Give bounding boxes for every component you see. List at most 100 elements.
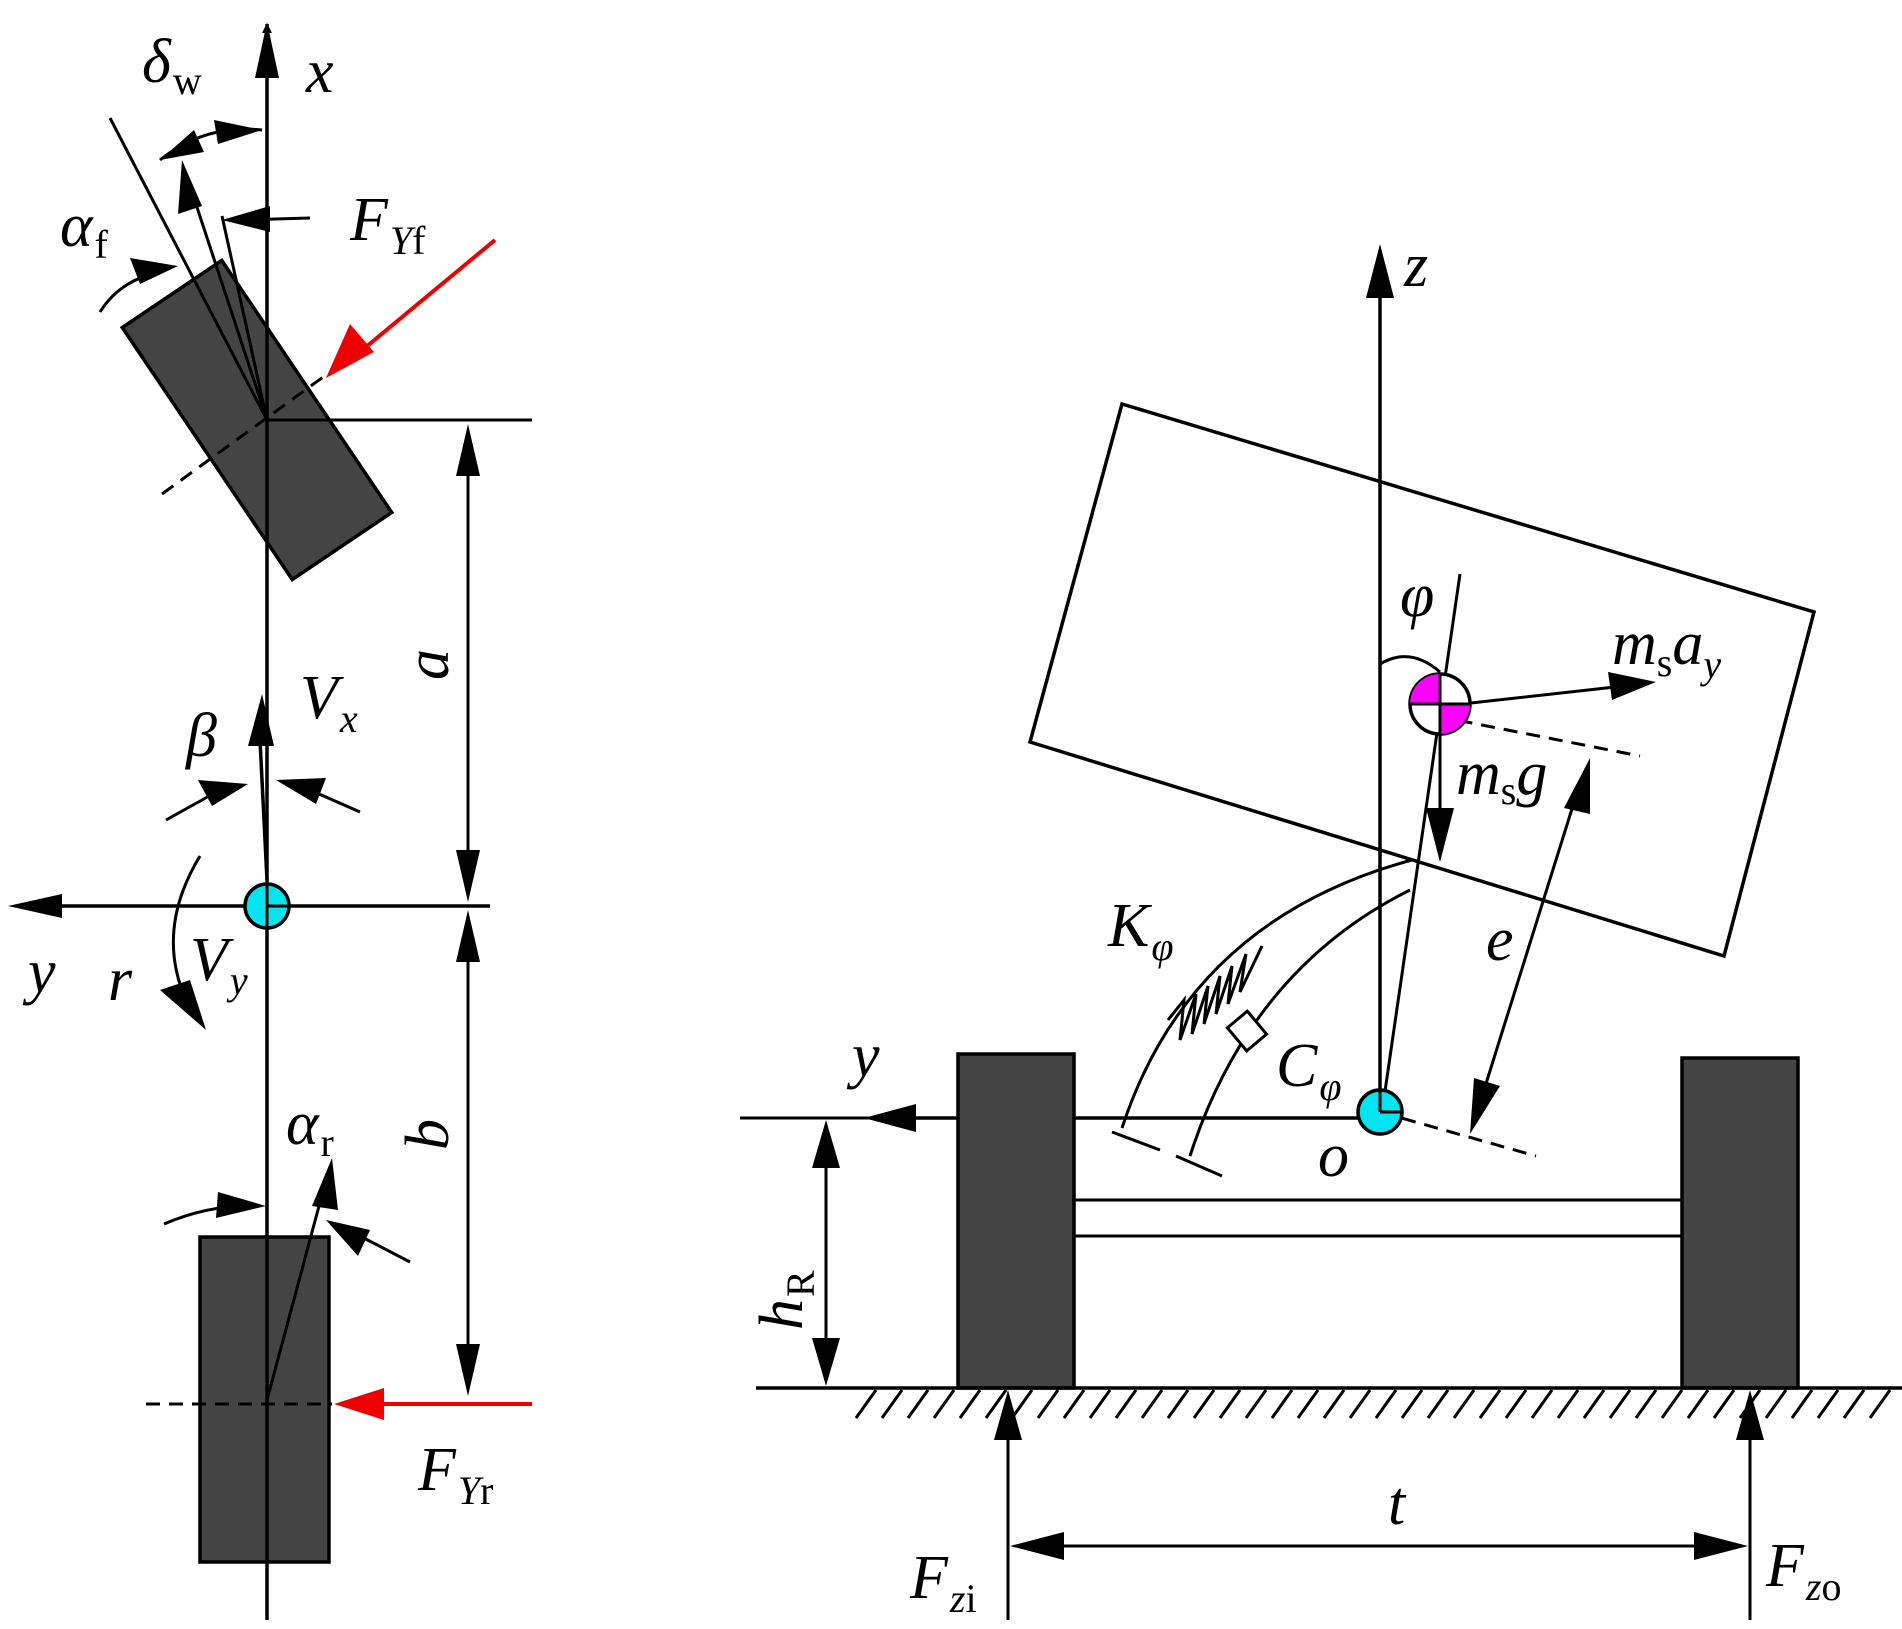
longitudinal-velocity-label: Vx (300, 664, 358, 741)
cg-height-label: e (1486, 906, 1514, 974)
front-wheel-velocity-line (188, 185, 269, 421)
ground-hatch-line (1244, 1389, 1268, 1419)
cg-dashed-line (1435, 714, 1641, 758)
front-wheel-velocity-line-2 (220, 215, 269, 421)
outer-normal-force-label: Fzo (1765, 1532, 1841, 1609)
ground-hatch-line (958, 1389, 982, 1419)
ground-hatch-line (880, 1389, 904, 1419)
ground-hatch-line (1478, 1389, 1502, 1419)
roll-center-height-label: hR (748, 1270, 823, 1330)
ground-hatch-line (1790, 1389, 1814, 1419)
rear-lateral-force-arrowhead (334, 1388, 384, 1420)
roll-center-height-arrow-bottom (812, 1338, 840, 1386)
rear-wheel-velocity-line (265, 1179, 328, 1401)
ground-hatch-line (1816, 1389, 1840, 1419)
inner-normal-force-label: Fzi (909, 1544, 977, 1621)
ground-hatching (854, 1389, 1892, 1419)
ground-hatch-line (1712, 1389, 1736, 1419)
ground-hatch-line (1322, 1389, 1346, 1419)
yaw-rate-label: r (108, 946, 133, 1014)
roll-stiffness-arc (1120, 858, 1413, 1129)
yaw-rate-arrowhead (160, 980, 206, 1030)
rear-slip-arrowhead-2 (326, 1220, 370, 1256)
sprung-mass-cg-marker (1408, 672, 1472, 736)
dimension-b-arrow-top (456, 910, 480, 962)
ground-hatch-line (1504, 1389, 1528, 1419)
ground-hatch-line (1556, 1389, 1580, 1419)
ground-hatch-line (1426, 1389, 1450, 1419)
track-width-arrow-left (1010, 1532, 1064, 1560)
dimension-a-arrow-bottom (456, 850, 480, 902)
y-axis-label: y (22, 938, 56, 1006)
cg-height-arrow-top (1564, 758, 1590, 814)
ground-hatch-line (1686, 1389, 1710, 1419)
ground-hatch-line (906, 1389, 930, 1419)
inertial-force-line (1461, 684, 1625, 706)
ground-hatch-line (1530, 1389, 1554, 1419)
stiffness-arc-end-tick (1111, 1130, 1161, 1152)
outer-normal-force-arrowhead (1736, 1390, 1764, 1440)
x-axis-label: x (305, 38, 334, 106)
ground-hatch-line (1114, 1389, 1138, 1419)
dimension-b-arrow-bottom (456, 1344, 480, 1396)
ground-hatch-line (932, 1389, 956, 1419)
ground-hatch-line (1608, 1389, 1632, 1419)
track-width-label: t (1388, 1470, 1407, 1538)
cg-velocity-line (258, 739, 269, 881)
front-slip-angle-label: αf (60, 192, 109, 267)
front-slip-arrowhead-2 (222, 206, 270, 232)
sprung-body (1027, 401, 1817, 959)
plan-view: x y δw αf FYf β Vx r Vy αr FYr a b (8, 22, 532, 1620)
ground-hatch-line (1348, 1389, 1372, 1419)
rear-y-axis-label: y (846, 1022, 880, 1090)
gravity-force-label: msg (1456, 740, 1547, 813)
cg-height-dimension-line (1482, 795, 1578, 1091)
sideslip-angle-label: β (185, 702, 217, 770)
track-width-arrow-right (1694, 1532, 1748, 1560)
rear-slip-angle-label: αr (286, 1090, 334, 1165)
ground-hatch-line (1582, 1389, 1606, 1419)
cg-velocity-arrowhead (248, 694, 274, 746)
ground-hatch-line (1270, 1389, 1294, 1419)
rear-wheel-velocity-arrowhead (312, 1158, 338, 1210)
steer-angle-label: δw (142, 28, 202, 103)
outer-tire (1680, 1056, 1800, 1390)
roll-center-marker (1356, 1088, 1404, 1136)
roll-damping-arc (1188, 888, 1411, 1157)
ground-hatch-line (1088, 1389, 1112, 1419)
ground-hatch-line (854, 1389, 878, 1419)
front-tire (119, 258, 395, 582)
z-axis-arrowhead (1366, 244, 1394, 298)
ground-hatch-line (1400, 1389, 1424, 1419)
roll-stiffness-spring (1166, 945, 1264, 1041)
inertial-force-arrowhead (1608, 672, 1656, 700)
front-lateral-force-line (358, 238, 497, 354)
steer-angle-arrow-left (160, 130, 204, 160)
ground-hatch-line (1036, 1389, 1060, 1419)
front-wheel-velocity-arrowhead (178, 160, 202, 214)
ground-hatch-line (1192, 1389, 1216, 1419)
sideslip-left-arrowhead (198, 780, 248, 806)
roll-stiffness-label: Kφ (1107, 892, 1174, 969)
ground-hatch-line (1764, 1389, 1788, 1419)
x-axis-arrowhead (255, 22, 279, 78)
front-lateral-force-arrowhead (326, 324, 374, 378)
lateral-velocity-label: Vy (190, 926, 248, 1003)
inner-normal-force-arrowhead (994, 1390, 1022, 1440)
cg-height-arrow-bottom (1470, 1078, 1500, 1134)
ground-hatch-line (1868, 1389, 1892, 1419)
damping-arc-end-tick (1175, 1154, 1223, 1178)
rear-slip-arrowhead (216, 1192, 266, 1218)
ground-hatch-line (1660, 1389, 1684, 1419)
ground-hatch-line (1062, 1389, 1086, 1419)
rear-view: z φ msay msg e Kφ Cφ o y hR t Fzi Fzo (740, 232, 1902, 1621)
ground-hatch-line (984, 1389, 1008, 1419)
rear-lateral-force-label: FYr (417, 1436, 493, 1513)
body-vertical-axis (1380, 573, 1462, 1113)
z-axis-label: z (1403, 232, 1428, 300)
roll-damping-damper (1225, 1009, 1269, 1053)
rear-distance-label: b (394, 1119, 462, 1150)
roll-angle-arc (1379, 655, 1441, 674)
